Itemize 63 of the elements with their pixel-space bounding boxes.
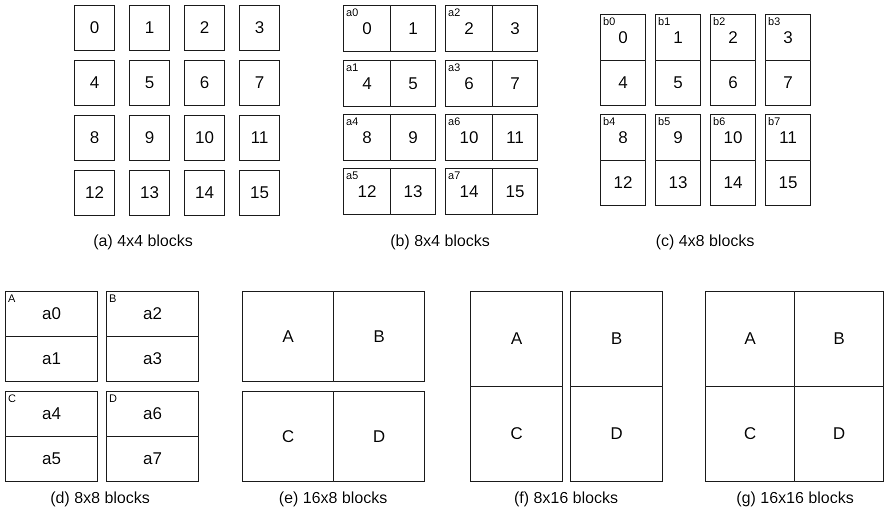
- block-label: b4: [603, 116, 616, 128]
- block-cell: 8: [74, 115, 115, 161]
- cell-number: 10: [460, 128, 478, 148]
- panel-caption: (g) 16x16 blocks: [736, 490, 854, 508]
- cell-number: 11: [779, 128, 797, 148]
- block-cell: 3: [239, 5, 280, 51]
- block-label: b3: [768, 16, 780, 28]
- cell-number: a0: [42, 304, 61, 324]
- block-cell: 6: [184, 60, 225, 106]
- cell-number: 9: [673, 128, 683, 148]
- block-label: b7: [768, 116, 780, 128]
- panel-caption: (d) 8x8 blocks: [50, 490, 150, 508]
- cell-number: 1: [673, 28, 683, 48]
- block-label: a5: [346, 170, 358, 182]
- block-label: b6: [713, 116, 726, 128]
- cell-number: 0: [362, 18, 372, 38]
- cell-number: 2: [464, 18, 474, 38]
- cell-number: 10: [724, 128, 742, 148]
- block-cell: 9: [129, 115, 170, 161]
- block-label: a3: [448, 62, 460, 74]
- block-cell: 15: [239, 170, 280, 216]
- block-cell: 13: [129, 170, 170, 216]
- block-label: D: [109, 393, 117, 405]
- cell-number: 14: [460, 182, 478, 202]
- block-cell: 10: [184, 115, 225, 161]
- block-label: a0: [346, 7, 358, 19]
- cell-number: 2: [728, 28, 738, 48]
- block-label: b0: [603, 16, 616, 28]
- block-cell: 2: [184, 5, 225, 51]
- block-label: B: [109, 293, 116, 305]
- cell-number: a2: [143, 304, 162, 324]
- cell-number: 8: [362, 128, 372, 148]
- panel-caption: (e) 16x8 blocks: [278, 490, 388, 508]
- cell-number: a6: [143, 404, 162, 424]
- block-cell: 12: [74, 170, 115, 216]
- block-cell: 0: [74, 5, 115, 51]
- block-label: a1: [346, 62, 358, 74]
- block-label: C: [8, 393, 16, 405]
- block-cell: 7: [239, 60, 280, 106]
- block-cell: 1: [129, 5, 170, 51]
- block-label: a6: [448, 116, 460, 128]
- cell-number: 0: [618, 28, 628, 48]
- block-label: b2: [713, 16, 726, 28]
- block-cell: 4: [74, 60, 115, 106]
- block-cell: 14: [184, 170, 225, 216]
- cell-number: 4: [362, 74, 372, 94]
- panel-caption: (a) 4x4 blocks: [93, 233, 193, 251]
- block-label: a4: [346, 116, 358, 128]
- block-label: A: [8, 293, 16, 305]
- block-label: a2: [448, 7, 460, 19]
- cell-number: 3: [783, 28, 793, 48]
- panel-caption: (b) 8x4 blocks: [390, 233, 490, 251]
- panel-caption: (f) 8x16 blocks: [514, 490, 618, 508]
- cell-number: 12: [358, 182, 376, 202]
- block-label: a7: [448, 170, 460, 182]
- panel-caption: (c) 4x8 blocks: [656, 233, 754, 251]
- block-cell: 11: [239, 115, 280, 161]
- block-label: b5: [658, 116, 670, 128]
- cell-number: 8: [618, 128, 628, 148]
- block-label: b1: [658, 16, 670, 28]
- cell-number: a4: [42, 404, 61, 424]
- block-cell: 5: [129, 60, 170, 106]
- cell-number: 6: [464, 74, 474, 94]
